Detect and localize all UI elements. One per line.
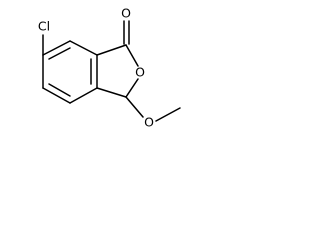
molecule-diagram: Cl O O O bbox=[38, 6, 181, 130]
bond-o2-c3 bbox=[125, 78, 139, 98]
bond-o-ch3 bbox=[155, 107, 181, 122]
bond-c3a-c1 bbox=[96, 44, 127, 56]
lactone-ring bbox=[96, 44, 139, 98]
bond-c6-c5-inner bbox=[48, 83, 71, 97]
benzene-ring bbox=[42, 40, 98, 104]
bond-c3a-c7a bbox=[69, 40, 98, 56]
bond-c3-c4 bbox=[96, 87, 127, 98]
ring-oxygen-label: O bbox=[135, 65, 145, 80]
bond-c5-c4 bbox=[69, 87, 98, 104]
bond-c7a-c7-inner bbox=[48, 47, 71, 60]
carbonyl-oxygen-label: O bbox=[121, 6, 131, 21]
atom-labels: Cl O O O bbox=[38, 6, 154, 130]
bond-c1-o2 bbox=[125, 44, 139, 67]
bond-c6-c5 bbox=[42, 87, 71, 104]
bond-c3-o-methoxy bbox=[125, 96, 144, 118]
methoxy-oxygen-label: O bbox=[144, 115, 154, 130]
chlorine-label: Cl bbox=[38, 19, 50, 34]
bond-c7a-c7 bbox=[42, 40, 71, 56]
substituent-bonds bbox=[42, 20, 181, 122]
